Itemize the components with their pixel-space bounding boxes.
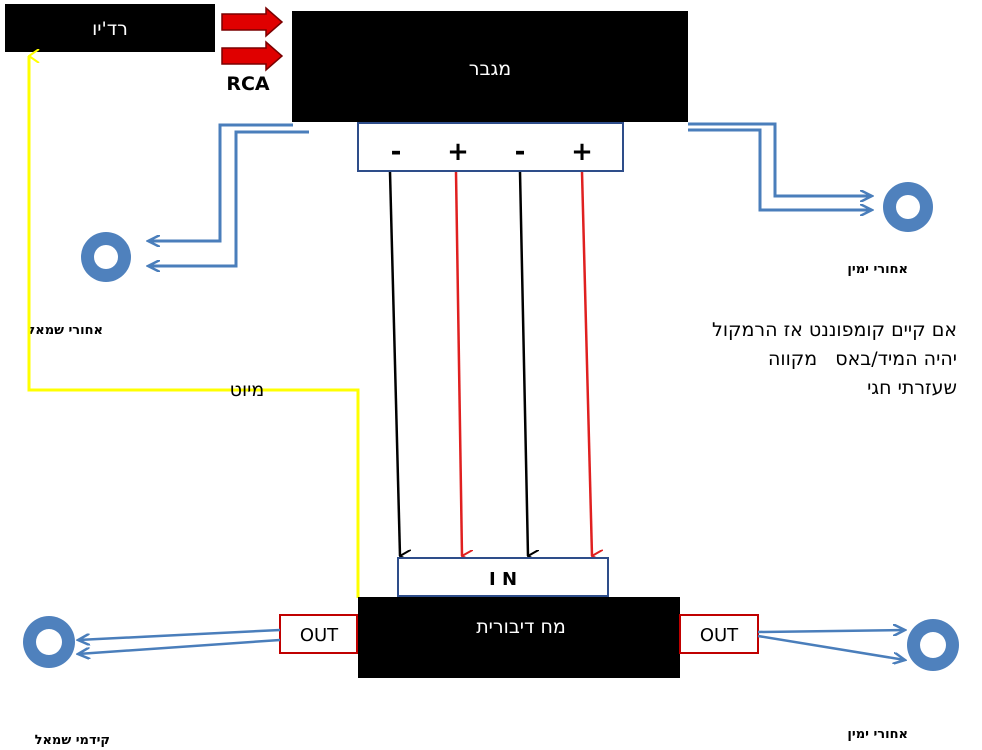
rear-speaker-wires [148,122,872,266]
front-speaker-wires [78,630,905,660]
processor-label: מח דיבורית [476,616,566,638]
speaker-rear-right-bottom [907,619,959,671]
speaker-rear-left [81,232,131,282]
note-line-2: יהיה המיד/באס מקווה [768,348,957,370]
speaker-front-left [23,616,75,668]
radio-label: רד'יו [92,18,128,40]
amplifier: מגבר [292,11,688,122]
speaker-level-wires [388,171,592,556]
speaker-rear-right-top [883,182,933,232]
terminal-4: + [571,137,593,167]
processor-out-left: OUT [300,625,339,646]
label-rear-right-top: אחורי ימין [847,262,908,277]
rca-label: RCA [226,73,270,95]
rca-arrows: RCA [221,6,284,95]
terminal-1: - [391,137,402,167]
note-line-1: אם קיים קומפוננט אז הרמקול [712,319,957,341]
label-front-left: קידמי שמאל [35,733,110,748]
terminal-2: + [447,137,469,167]
speech-processor: I N מח דיבורית OUT OUT [279,557,759,678]
note-line-3: שעזרתי חגי [867,377,957,399]
installer-note: אם קיים קומפוננט אז הרמקול יהיה המיד/באס… [627,316,957,403]
radio-unit: רד'יו [5,4,215,52]
processor-in-label: I N [489,569,517,590]
mute-wire: מיוט [27,56,360,598]
mute-label: מיוט [230,379,265,401]
label-rear-right-bottom: אחורי ימין [847,727,908,742]
terminal-3: - [515,137,526,167]
label-rear-left: אחורי שמאל [27,323,103,338]
processor-out-right: OUT [700,625,739,646]
amplifier-terminals: - + - + [357,122,624,172]
amplifier-label: מגבר [469,58,511,80]
